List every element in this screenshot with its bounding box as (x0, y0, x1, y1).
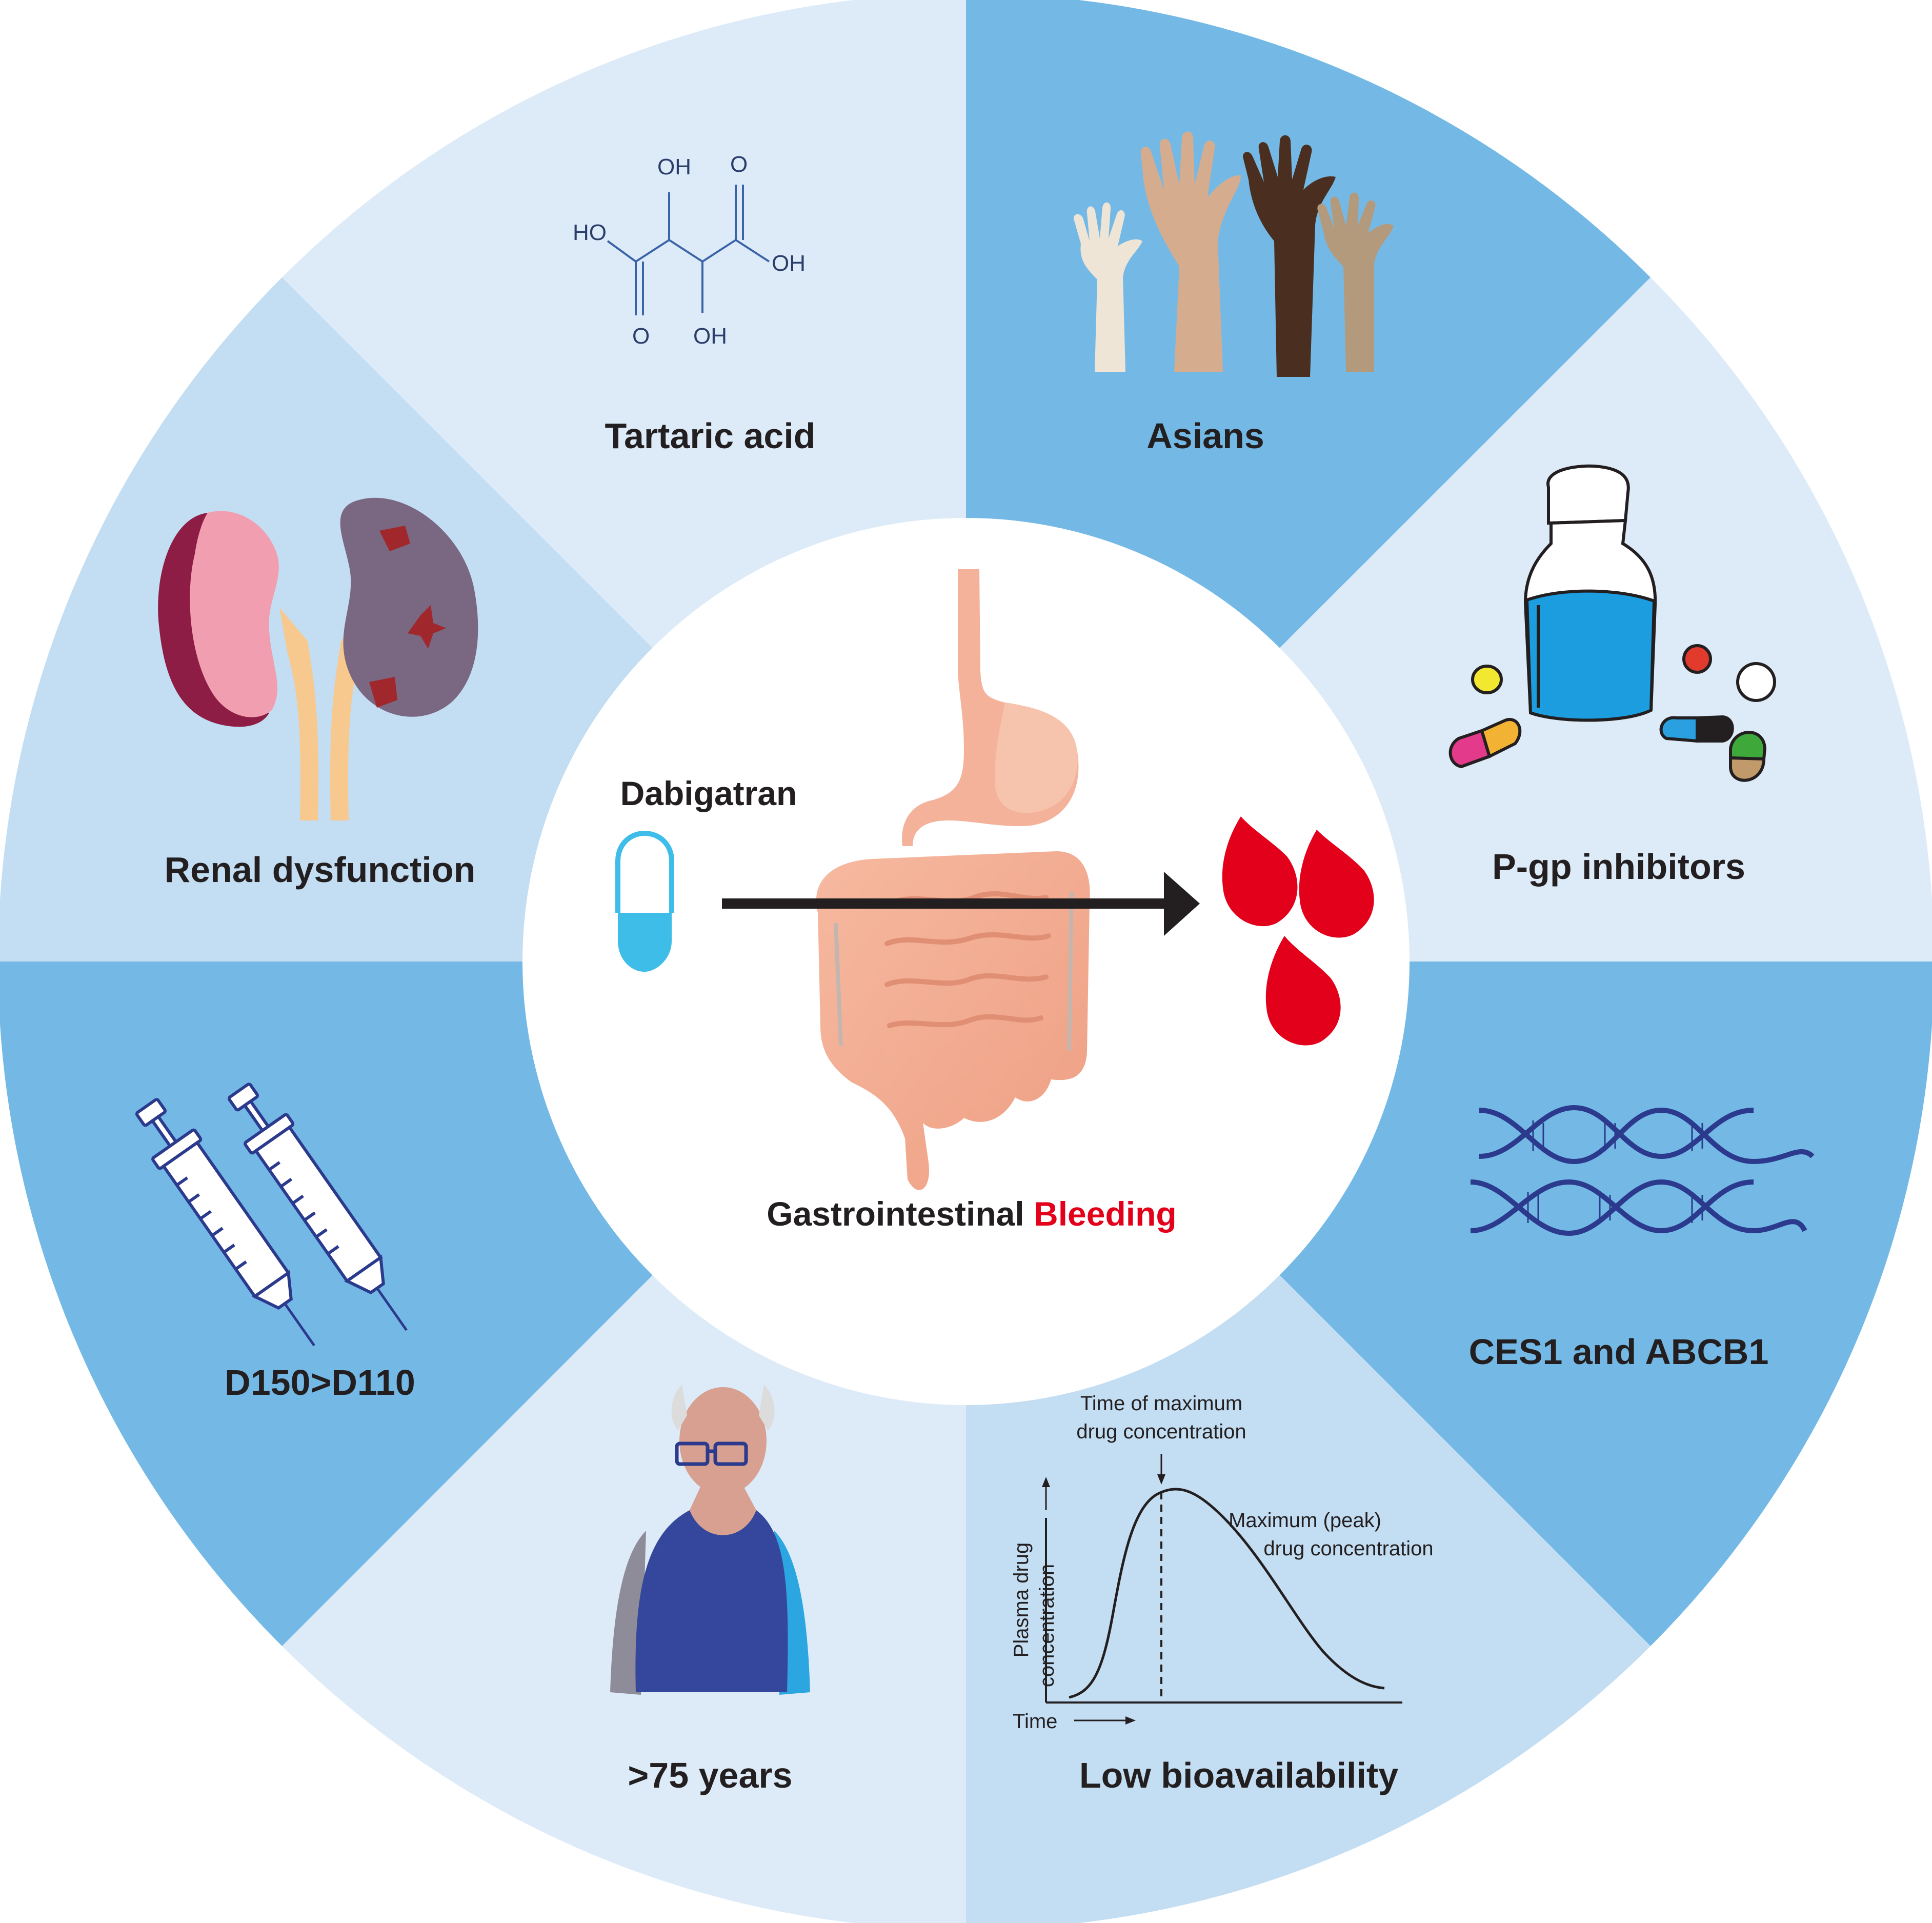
dabigatran-capsule-icon (615, 830, 674, 972)
syringes-icon (135, 1083, 408, 1347)
dna-helix-icon (1470, 1105, 1815, 1236)
chem-oh-bottom: OH (693, 324, 727, 349)
gastrointestinal-tract-icon (816, 569, 1090, 1190)
label-low-bioavailability: Low bioavailability (1079, 1755, 1398, 1795)
pk-x-axis-label: Time (1013, 1710, 1057, 1733)
pk-curve-chart (1042, 1454, 1402, 1725)
pk-concentration-curve (1069, 1488, 1385, 1699)
elderly-person-icon (610, 1385, 810, 1695)
dna-base-pairs (1527, 1120, 1703, 1223)
chem-oh-right: OH (772, 251, 806, 276)
pk-cmax-label-line1: Maximum (peak) (1229, 1509, 1381, 1532)
blood-drops-icon (1222, 816, 1374, 1046)
chem-o-bottom: O (632, 324, 650, 349)
progression-arrow (722, 872, 1200, 936)
kidneys-icon (158, 497, 478, 820)
tartaric-acid-structure-icon (607, 185, 770, 315)
outcome-label: Gastrointestinal Bleeding (767, 1195, 1177, 1233)
label-asians: Asians (1146, 416, 1264, 456)
raised-hands-icon (1073, 131, 1394, 377)
pk-y-axis-label-line2: concentration (1036, 1564, 1058, 1687)
label-dose: D150>D110 (225, 1363, 415, 1403)
pk-tmax-label-line2: drug concentration (1076, 1420, 1246, 1443)
chem-ho-left: HO (573, 220, 607, 245)
medicine-bottle-and-pills-icon (1448, 464, 1776, 782)
label-tartaric-acid: Tartaric acid (605, 416, 815, 456)
chem-o-top: O (730, 152, 748, 177)
pk-cmax-label-line2: drug concentration (1263, 1537, 1433, 1560)
outcome-highlight: Bleeding (1034, 1195, 1177, 1233)
label-pgp-inhibitors: P-gp inhibitors (1492, 847, 1745, 887)
chem-oh-top: OH (657, 154, 691, 179)
drug-label: Dabigatran (620, 774, 797, 812)
pk-y-axis-label-line1: Plasma drug (1010, 1543, 1033, 1658)
outcome-prefix: Gastrointestinal (767, 1195, 1024, 1233)
label-renal-dysfunction: Renal dysfunction (165, 850, 476, 890)
label-age: >75 years (628, 1755, 792, 1795)
label-ces1-abcb1: CES1 and ABCB1 (1469, 1332, 1769, 1372)
pk-tmax-label-line1: Time of maximum (1080, 1392, 1242, 1415)
